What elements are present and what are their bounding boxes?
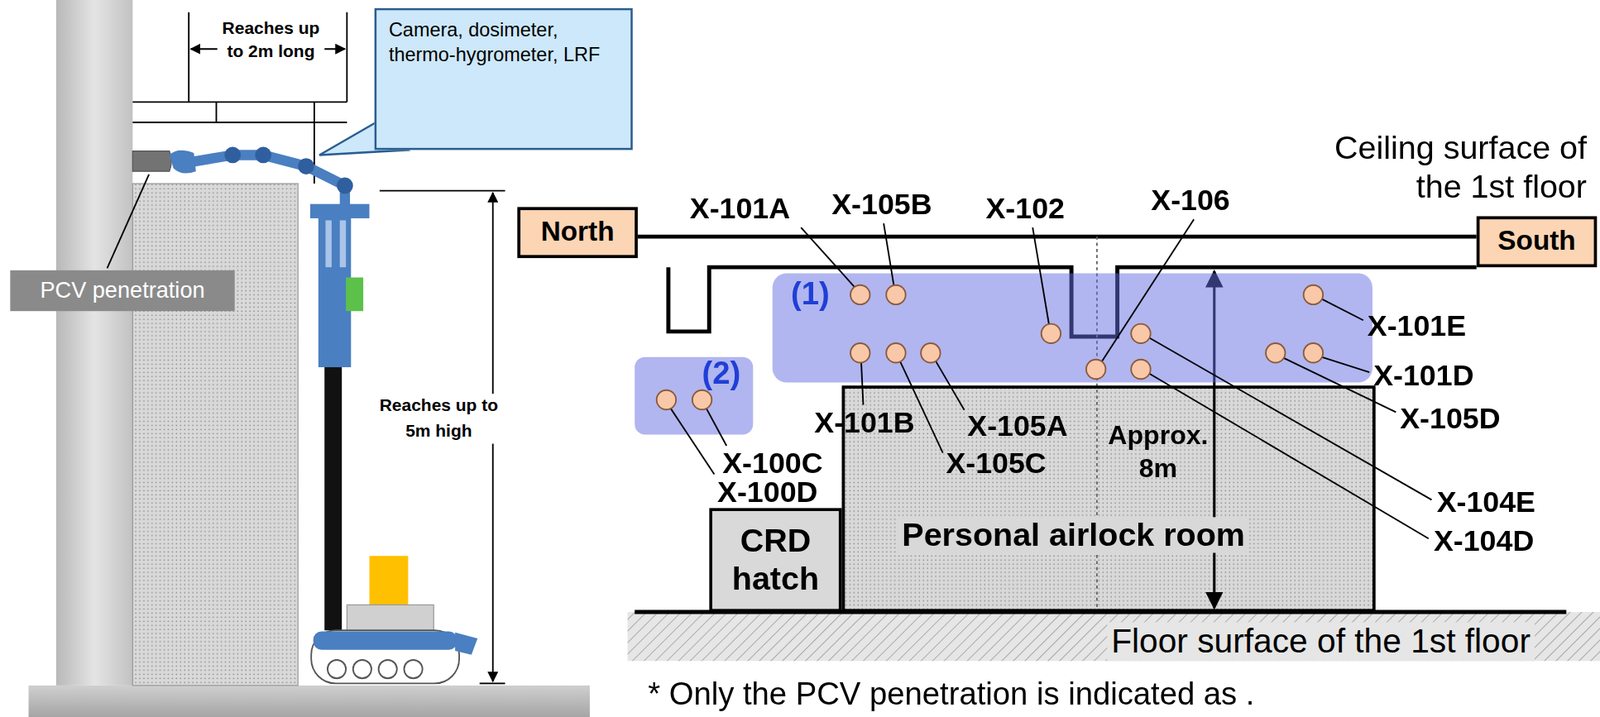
penetration-label: X-105D (1399, 403, 1500, 434)
penetration-label: X-105B (831, 189, 932, 220)
direction-box: South (1476, 215, 1598, 268)
node-text: Personal airlock room (897, 517, 1249, 553)
penetration-marker (886, 343, 906, 363)
crawler-wheel (403, 660, 422, 679)
node-text: Camera, dosimeter, thermo-hygrometer, LR… (388, 18, 619, 68)
penetration-label: X-105A (967, 411, 1068, 441)
penetration-label: X-101E (1367, 311, 1466, 341)
dimension-label: Reaches up to 2m long (217, 17, 326, 65)
penetration-label: X-101D (1373, 361, 1474, 392)
node-text: (2) (702, 357, 742, 389)
node-text: North (541, 217, 615, 249)
penetration-label: X-101A (689, 193, 791, 224)
hatch-box: CRD hatch (708, 507, 842, 613)
leader-line (1321, 357, 1370, 374)
leader-line (706, 407, 728, 446)
pcv-penetration-pipe (132, 151, 172, 173)
dimension-tick (379, 190, 506, 192)
crawler-body (346, 604, 434, 632)
penetration-label: X-106 (1150, 185, 1230, 216)
arm-joint (224, 147, 241, 164)
part-label-box: PCV penetration (9, 270, 235, 312)
arm-head (169, 150, 197, 174)
leader-line (900, 361, 944, 454)
pcv-wall (56, 0, 134, 686)
frame-line (215, 101, 218, 123)
floor-hatch (627, 612, 1600, 662)
node-text: CRD hatch (716, 522, 835, 599)
node-text: PCV penetration (39, 277, 205, 305)
hatch-fill (708, 507, 842, 613)
penetration-marker (1303, 343, 1323, 363)
crawler-wheel (353, 660, 372, 679)
penetration-marker (1130, 324, 1150, 344)
mast-pole (324, 367, 342, 631)
penetration-label: X-100D (717, 477, 818, 508)
dimension-label: Approx. 8m (1105, 418, 1212, 485)
node-text: South (1497, 226, 1576, 258)
room-fill (842, 385, 1376, 613)
penetration-marker (1041, 324, 1061, 344)
penetration-marker (850, 285, 870, 305)
penetration-marker (1265, 343, 1285, 363)
region-fill (634, 357, 753, 436)
crawler-track-top (313, 631, 458, 650)
dimension-tick (187, 12, 190, 103)
arm-joint (254, 147, 272, 164)
penetration-label: X-104E (1437, 488, 1536, 518)
crawler-box (368, 555, 408, 605)
sensor-box (345, 277, 364, 312)
penetration-label: X-100C (722, 449, 823, 480)
leader-line (1032, 227, 1050, 325)
direction-box: North (517, 206, 638, 259)
penetration-marker (1303, 285, 1323, 305)
crawler-wheel (327, 660, 346, 679)
mast-bar (340, 220, 346, 268)
dimension-label: Reaches up to 5m high (372, 393, 505, 445)
ground (28, 685, 590, 717)
leader-line (670, 407, 714, 475)
penetration-marker (1086, 359, 1106, 379)
area-region: (2) (634, 357, 753, 436)
penetration-label: X-104D (1433, 526, 1534, 556)
leader-line (107, 174, 150, 269)
ceiling-line (637, 234, 1477, 240)
floor-label: Floor surface of the 1st floor (1106, 622, 1535, 662)
penetration-marker (1130, 359, 1150, 379)
leader-line (1321, 298, 1364, 321)
leader-line (861, 362, 863, 406)
arm-joint (297, 158, 315, 175)
mast-bar (325, 220, 331, 268)
crawler-wheel (378, 660, 398, 679)
penetration-markers (656, 285, 1323, 410)
region-fill (772, 273, 1373, 384)
leader-line (883, 223, 894, 286)
dimension-tick (345, 12, 348, 103)
penetration-marker (850, 343, 870, 363)
leader-line (1149, 373, 1429, 539)
crawler-blade (455, 632, 478, 656)
callout-box: Camera, dosimeter, thermo-hygrometer, LR… (374, 8, 633, 150)
crawler-track (311, 630, 460, 684)
penetration-label: X-101B (814, 407, 915, 438)
dimension-tick (479, 682, 506, 685)
leader-line (1101, 219, 1194, 361)
penetration-marker (692, 390, 712, 410)
leader-lines (670, 219, 1432, 539)
penetration-label: X-105C (945, 449, 1046, 480)
area-region: (1) (772, 273, 1373, 384)
penetration-label: X-102 (985, 193, 1064, 224)
shield-block (132, 183, 298, 686)
penetration-marker (656, 390, 676, 410)
ceiling-label: Ceiling surface of the 1st floor (1301, 128, 1587, 207)
penetration-marker (920, 343, 940, 363)
footnote: * Only the PCV penetration is indicated … (647, 677, 1255, 713)
penetration-marker (886, 285, 906, 305)
dimension-2m (188, 12, 347, 103)
arm-joint (336, 177, 354, 195)
node-text: (1) (790, 277, 830, 309)
